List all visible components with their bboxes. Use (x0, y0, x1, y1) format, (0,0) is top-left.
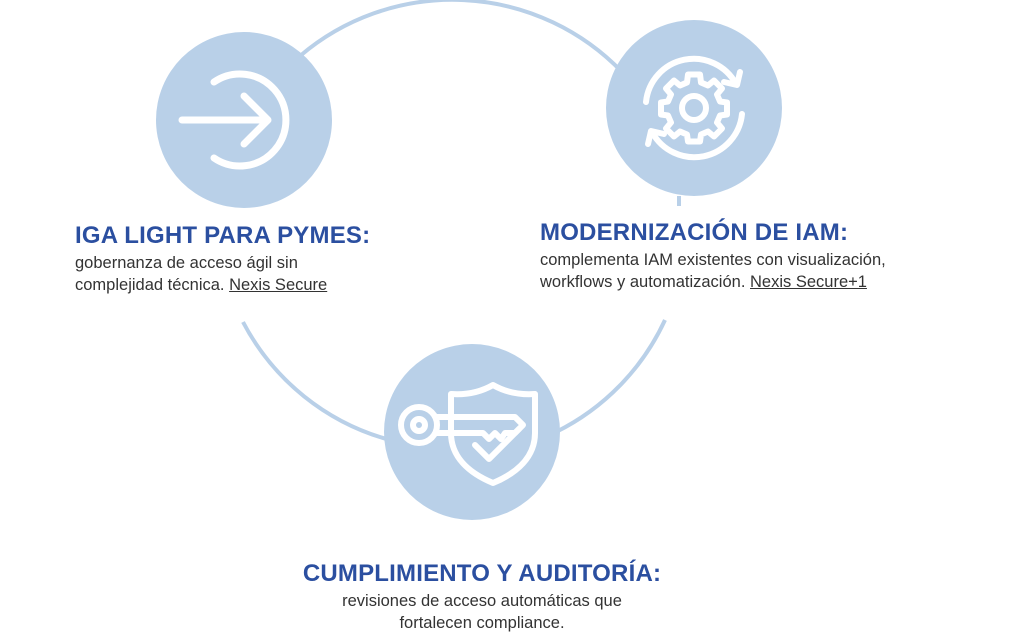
key-shield-icon (398, 382, 538, 486)
ring-arc-right (555, 319, 667, 434)
desc-audit: revisiones de acceso automáticas que for… (262, 590, 702, 634)
gear-refresh-icon (643, 55, 745, 161)
desc-audit-line2: fortalecen compliance. (399, 614, 565, 632)
block-iga: IGA LIGHT PARA PYMES: gobernanza de acce… (75, 222, 435, 296)
link-nexis-secure-plus[interactable]: Nexis Secure+1 (750, 273, 867, 291)
desc-audit-line1: revisiones de acceso automáticas que (342, 592, 622, 610)
block-iam: MODERNIZACIÓN DE IAM: complementa IAM ex… (540, 219, 1010, 293)
desc-iga-line2: complejidad técnica. (75, 276, 225, 294)
title-audit: CUMPLIMIENTO Y AUDITORÍA: (302, 560, 662, 587)
ring-arc-left (241, 321, 391, 442)
arrow-right-into-circle-icon (178, 70, 290, 170)
desc-iam: complementa IAM existentes con visualiza… (540, 249, 1010, 293)
title-iam: MODERNIZACIÓN DE IAM: (540, 219, 849, 246)
desc-iga: gobernanza de acceso ágil sin complejida… (75, 252, 435, 296)
node-iam-circle (606, 20, 782, 196)
title-iga: IGA LIGHT PARA PYMES: (75, 222, 371, 249)
node-iga-circle (156, 32, 332, 208)
desc-iga-line1: gobernanza de acceso ágil sin (75, 254, 298, 272)
ring-arc-top (298, 0, 624, 74)
node-audit-circle (384, 344, 560, 520)
desc-iam-line1: complementa IAM existentes con visualiza… (540, 251, 886, 269)
desc-iam-line2: workflows y automatización. (540, 273, 746, 291)
block-audit: CUMPLIMIENTO Y AUDITORÍA: revisiones de … (262, 560, 702, 634)
link-nexis-secure[interactable]: Nexis Secure (229, 276, 328, 294)
